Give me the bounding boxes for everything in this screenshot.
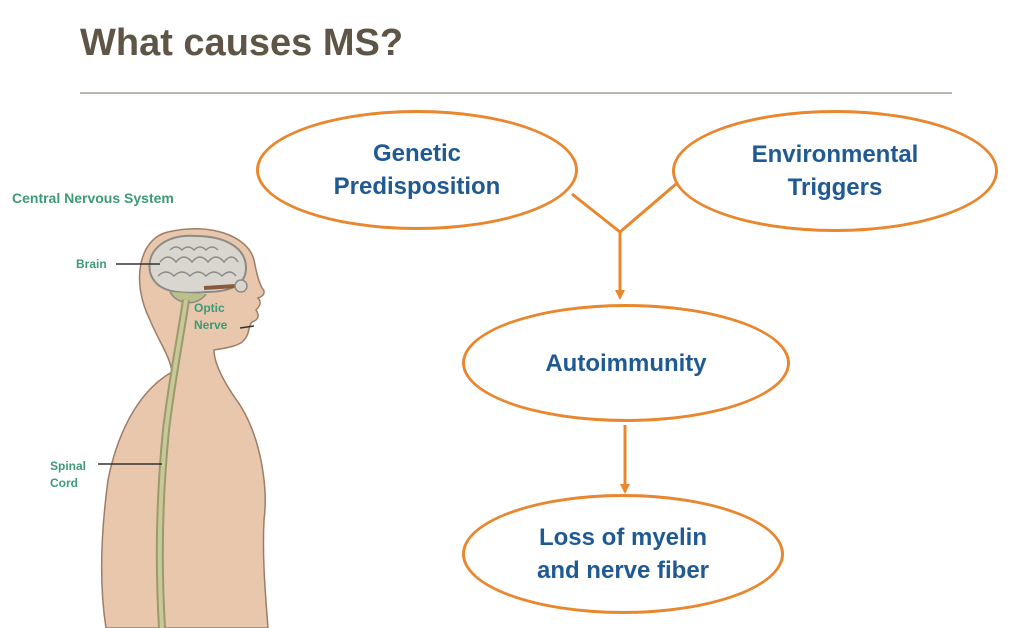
connector-genetic [571, 192, 621, 234]
label-spinal-cord: Spinal Cord [50, 459, 87, 490]
node-loss-label: Loss of myelin and nerve fiber [536, 524, 710, 584]
node-environmental-triggers: Environmental Triggers [672, 110, 998, 232]
node-genetic-label: Genetic Predisposition [333, 140, 501, 200]
connector-environmental [619, 182, 677, 234]
label-brain: Brain [76, 257, 107, 271]
node-environmental-label: Environmental Triggers [751, 141, 919, 201]
body-silhouette [100, 228, 269, 628]
optic-nerve-shape [203, 279, 248, 293]
slide-title: What causes MS? [80, 22, 404, 64]
optic-leader [239, 325, 255, 329]
node-genetic-predisposition: Genetic Predisposition [256, 110, 578, 230]
label-optic-nerve: Optic Nerve [194, 301, 228, 332]
figure-caption: Central Nervous System [12, 190, 174, 206]
node-loss-of-myelin: Loss of myelin and nerve fiber [462, 494, 784, 614]
node-autoimmunity-label: Autoimmunity [545, 349, 707, 377]
title-divider [80, 92, 952, 94]
node-autoimmunity: Autoimmunity [462, 304, 790, 422]
